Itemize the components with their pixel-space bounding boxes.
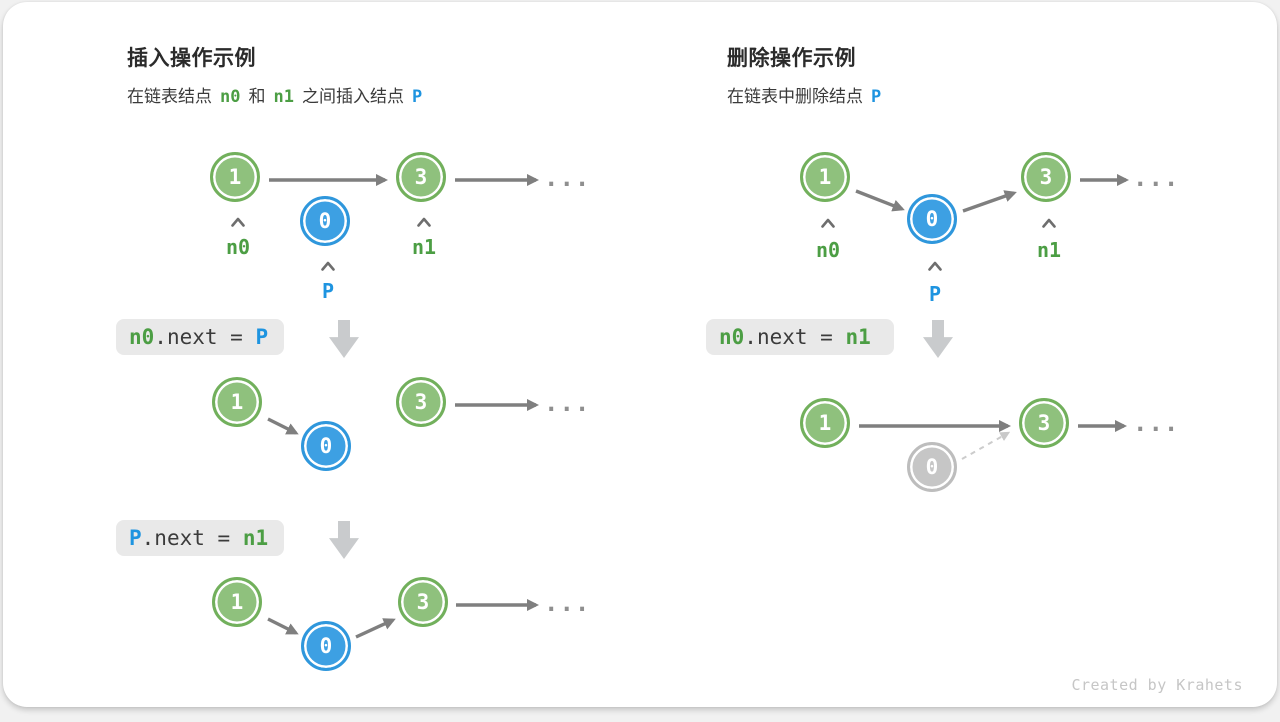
node-1: 1 <box>800 398 850 448</box>
pointer-label-n1: n1 <box>1036 238 1062 262</box>
delete-panel-title: 删除操作示例 <box>727 47 856 70</box>
node-0-removed: 0 <box>907 442 957 492</box>
arrows-layer <box>267 173 1130 639</box>
code-chip-p-next-n1: P.next = n1 <box>116 520 284 556</box>
code-chip-n0-next-p: n0.next = P <box>116 319 284 355</box>
node-1: 1 <box>210 152 260 202</box>
node-1: 1 <box>800 152 850 202</box>
subtitle-text: 在链表中删除结点 <box>727 87 863 106</box>
subtitle-text: 之间插入结点 <box>301 87 404 106</box>
code-token-plain: .next = <box>744 325 846 349</box>
pointer-caret-icon <box>821 218 835 228</box>
node-0-new: 0 <box>300 196 350 246</box>
node-3: 3 <box>1019 398 1069 448</box>
subtitle-token-n0: n0 <box>220 87 241 107</box>
subtitle-token-p: P <box>871 87 882 107</box>
arrow-1-to-0 <box>267 417 299 435</box>
ellipsis: ... <box>1133 409 1180 437</box>
node-0-new: 0 <box>301 421 351 471</box>
pointer-label-n1: n1 <box>411 235 437 259</box>
code-token-n1: n1 <box>845 325 871 349</box>
pointer-caret-icon <box>417 217 431 227</box>
code-token-plain: .next = <box>154 325 256 349</box>
pointer-caret-icon <box>928 261 942 271</box>
node-1: 1 <box>212 577 262 627</box>
arrow-1-to-0 <box>855 189 905 212</box>
code-token-n0: n0 <box>719 325 745 349</box>
credit-text: Created by Krahets <box>1071 676 1243 694</box>
delete-panel-subtitle: 在链表中删除结点 P <box>727 82 889 107</box>
code-token-n0: n0 <box>129 325 155 349</box>
subtitle-token-p: P <box>411 87 423 107</box>
node-3: 3 <box>396 377 446 427</box>
subtitle-token-n1: n1 <box>273 87 294 107</box>
pointer-label-n0: n0 <box>815 238 841 262</box>
node-0-target: 0 <box>907 194 957 244</box>
down-arrow-icon <box>329 320 359 358</box>
code-token-plain: .next = <box>141 526 243 550</box>
ellipsis: ... <box>1133 164 1180 192</box>
code-chip-n0-next-n1: n0.next = n1 <box>706 319 894 355</box>
pointer-label-p: P <box>321 279 335 303</box>
arrow-0-to-3 <box>962 190 1017 213</box>
pointer-caret-icon <box>321 261 335 271</box>
insert-panel-title: 插入操作示例 <box>127 47 256 70</box>
node-3: 3 <box>1021 152 1071 202</box>
insert-panel-subtitle: 在链表结点 n0 和 n1 之间插入结点 P <box>127 82 430 107</box>
down-arrow-icon <box>923 320 953 358</box>
node-1: 1 <box>212 377 262 427</box>
pointer-caret-icon <box>1042 218 1056 228</box>
down-arrow-icon <box>329 521 359 559</box>
node-3: 3 <box>398 577 448 627</box>
ellipsis: ... <box>544 389 591 417</box>
arrow-0-to-3 <box>355 618 396 639</box>
code-token-p: P <box>255 325 269 349</box>
pointer-label-p: P <box>928 282 942 306</box>
figure-card: 插入操作示例 在链表结点 n0 和 n1 之间插入结点 P 删除操作示例 在链表… <box>3 2 1277 707</box>
pointer-label-n0: n0 <box>225 235 251 259</box>
pointer-caret-icon <box>231 217 245 227</box>
dashed-arrow-removed-0-to-3 <box>961 431 1011 460</box>
ellipsis: ... <box>544 164 591 192</box>
code-token-p: P <box>129 526 142 550</box>
code-token-n1: n1 <box>242 526 269 550</box>
node-3: 3 <box>396 152 446 202</box>
subtitle-text: 在链表结点 <box>127 87 212 106</box>
ellipsis: ... <box>544 589 591 617</box>
arrow-1-to-0 <box>267 617 299 635</box>
subtitle-text: 和 <box>248 87 266 106</box>
node-0-new: 0 <box>301 621 351 671</box>
